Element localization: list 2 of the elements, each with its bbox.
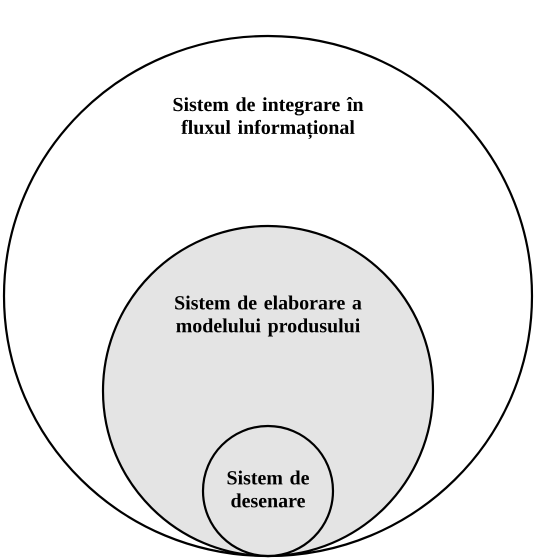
circle-region: Sistem de desenare — [202, 424, 334, 558]
node-label: Sistem de desenare — [228, 470, 309, 508]
